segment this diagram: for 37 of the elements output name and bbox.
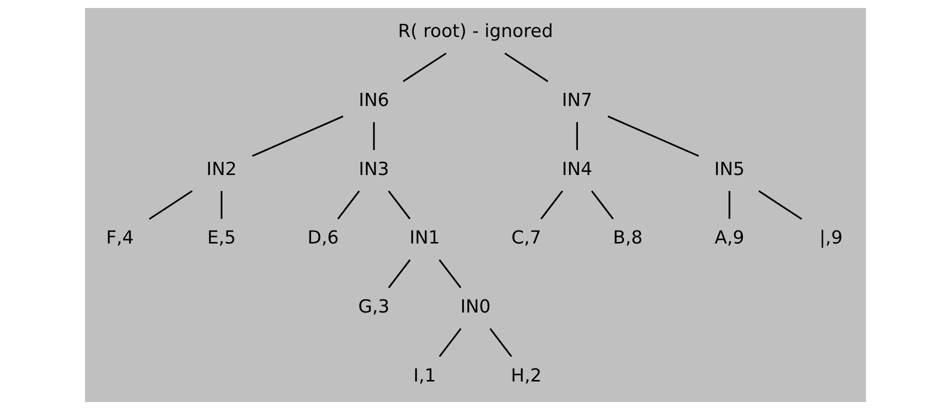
node-text: IN5 xyxy=(714,158,744,180)
connector xyxy=(388,259,410,288)
node-text: G,3 xyxy=(358,296,390,318)
node-text: IN7 xyxy=(561,90,592,112)
node-text: E,5 xyxy=(206,228,236,249)
connector xyxy=(252,116,343,157)
node-text: IN2 xyxy=(206,158,236,180)
node-text: F,4 xyxy=(106,228,134,249)
connector xyxy=(576,122,578,150)
node-text: IN0 xyxy=(460,296,490,318)
connector xyxy=(387,190,410,220)
node-text: |,9 xyxy=(818,228,842,249)
node-text: I,1 xyxy=(412,365,436,386)
node-text: C,7 xyxy=(510,228,541,249)
node-text: IN3 xyxy=(358,158,389,180)
connector xyxy=(148,190,192,220)
node-text: R( root) - ignored xyxy=(397,21,553,42)
node-text: A,9 xyxy=(714,228,744,249)
connector xyxy=(590,190,614,220)
connector xyxy=(336,190,360,220)
connector xyxy=(489,328,512,358)
connector xyxy=(540,190,563,220)
connector xyxy=(438,259,461,288)
connector xyxy=(372,122,374,150)
node-text: D,6 xyxy=(307,228,338,249)
connector xyxy=(220,190,222,219)
connector xyxy=(758,190,802,220)
connector xyxy=(728,190,730,219)
connector xyxy=(504,52,548,82)
node-text: IN1 xyxy=(409,228,440,249)
node-text: IN6 xyxy=(358,90,389,112)
connector xyxy=(402,52,446,82)
node-text: IN4 xyxy=(561,158,592,180)
node-text: B,8 xyxy=(612,228,642,249)
connector xyxy=(438,328,461,358)
connector xyxy=(607,116,698,157)
node-text: H,2 xyxy=(510,365,542,386)
